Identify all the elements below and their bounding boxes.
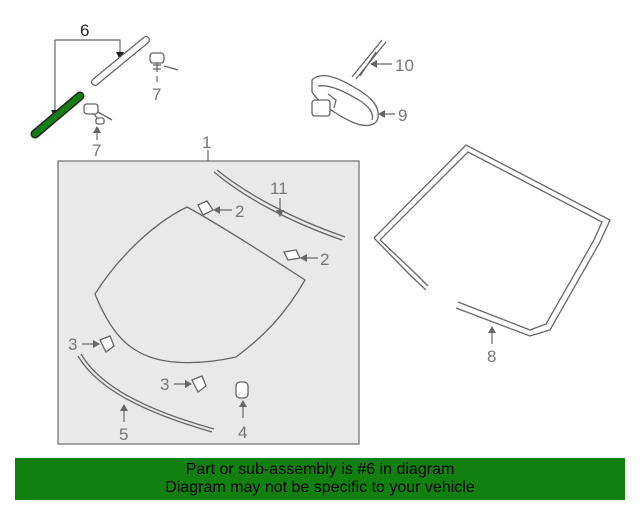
part-8-weatherstrip[interactable]: 8 [373, 144, 611, 366]
callout-5: 5 [119, 425, 128, 444]
part-2-upper[interactable]: 2 [197, 200, 244, 221]
banner-line-2: Diagram may not be specific to your vehi… [165, 479, 475, 496]
part-6-highlighted[interactable] [30, 91, 85, 139]
part-9-mirror[interactable]: 9 [311, 75, 407, 127]
part-3-lower[interactable]: 3 [160, 375, 207, 394]
windshield-panel: 1 [57, 133, 360, 445]
callout-11: 11 [270, 179, 288, 198]
callout-6: 6 [80, 21, 89, 40]
part-5-molding[interactable]: 5 [77, 353, 215, 444]
clip-7-upper[interactable]: 7 [149, 52, 179, 104]
callout-3-left: 3 [68, 335, 77, 354]
callout-7-upper: 7 [152, 85, 161, 104]
callout-2-right: 2 [320, 250, 329, 269]
callout-9: 9 [398, 106, 407, 125]
part-4-sensor[interactable]: 4 [235, 381, 249, 442]
part-3-left[interactable]: 3 [68, 335, 115, 354]
callout-1: 1 [202, 133, 211, 152]
callout-8: 8 [487, 347, 496, 366]
banner-line-1: Part or sub-assembly is #6 in diagram [185, 461, 455, 478]
callout-7-lower: 7 [92, 141, 101, 160]
part-2-right[interactable]: 2 [283, 249, 329, 269]
windshield-glass[interactable] [94, 206, 306, 364]
part-6-upper-strip[interactable] [91, 36, 150, 86]
parts-diagram: 6 7 7 10 9 [30, 21, 611, 445]
callout-4: 4 [238, 423, 247, 442]
callout-2-upper: 2 [235, 202, 244, 221]
part-11-molding[interactable]: 11 [213, 169, 346, 241]
info-banner: Part or sub-assembly is #6 in diagram Di… [15, 458, 625, 500]
clip-7-lower[interactable]: 7 [83, 103, 113, 160]
part-10[interactable]: 10 [351, 39, 414, 80]
callout-3-lower: 3 [160, 375, 169, 394]
callout-10: 10 [395, 56, 414, 75]
